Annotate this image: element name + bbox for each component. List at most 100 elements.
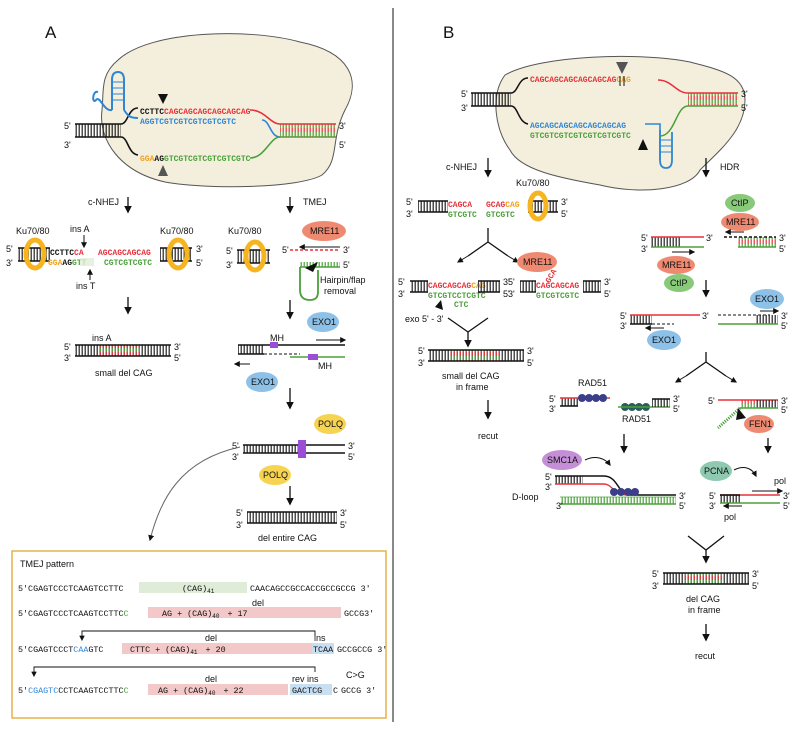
label-3prime: 3'	[461, 103, 468, 113]
hairpin-flap-label: Hairpin/flap	[320, 275, 366, 285]
pol-label-bottom: pol	[724, 512, 736, 522]
rad51-filament-top	[578, 394, 607, 402]
b-nhej-right-bot: GTCGTC	[486, 211, 515, 220]
arrow-to-tmej-box	[148, 446, 241, 542]
pol-label-top: pol	[774, 476, 786, 486]
hairpin-blue	[111, 70, 125, 110]
ku-ring-right	[166, 237, 190, 271]
label-5prime: 5'	[232, 441, 239, 451]
label-3prime: 3'	[339, 121, 346, 131]
exo1-a-top	[307, 312, 339, 332]
mh-anneal	[298, 440, 306, 458]
seq-top-b: CAGCAGCAGCAGCAGCAGCAG	[530, 76, 631, 85]
label-5prime: 5'	[418, 346, 425, 356]
tmej-row-1-right: CAACAGCCGCCACCGCCGCCG 3'	[250, 584, 371, 594]
seq-bot-a: GGAAGGTCGTCGTCGTCGTCGTC	[140, 155, 251, 164]
mh-label-bottom: MH	[318, 361, 332, 371]
tmej-row-3-right: GCCGCCG 3'	[337, 645, 387, 655]
label-3prime: 3'	[752, 569, 759, 579]
label-3prime: 3'	[620, 321, 627, 331]
label-5prime: 5'	[196, 258, 203, 268]
exo1-label-b-bottom: EXO1	[652, 335, 676, 345]
nhej-seq-right-top: AGCAGCAGCAG	[98, 249, 151, 258]
pcna-label: PCNA	[704, 466, 729, 476]
tmej-row-3-del: CTTC + (CAG)41+ 20	[130, 645, 226, 656]
label-3prime: 3'	[508, 289, 515, 299]
cut-arrowhead-top	[158, 94, 168, 104]
b-small-del-label: small del CAG	[442, 371, 500, 381]
label-3prime: 3'	[561, 197, 568, 207]
removal-label: removal	[324, 286, 356, 296]
hairpin-blue-b	[659, 130, 673, 169]
seq-top-a: CCTTCCAGCAGCAGCAGCAGCAG	[140, 108, 251, 117]
mre11-hdr-bottom	[657, 256, 695, 274]
dna-result-del-entire	[247, 512, 337, 523]
exo1-b-bottom	[647, 330, 681, 350]
b-del-cag-label: del CAG	[686, 594, 720, 604]
label-hdr-b: HDR	[720, 162, 740, 172]
label-5prime: 5'	[709, 491, 716, 501]
mre11-label-a: MRE11	[310, 226, 339, 236]
label-3prime: 3'	[741, 89, 748, 99]
mre11-label-hdr-bottom: MRE11	[662, 260, 691, 270]
label-5prime: 5'	[527, 358, 534, 368]
label-5prime: 5'	[339, 140, 346, 150]
label-3prime: 3'	[673, 394, 680, 404]
seq-bot-b: GTCGTCGTCGTCGTCGTCGTC	[530, 132, 631, 141]
label-5prime: 5'	[604, 289, 611, 299]
label-cnhej-a: c-NHEJ	[88, 197, 119, 207]
exo1-a-bottom	[246, 372, 278, 392]
b-nhej-left-top: CAGCA	[448, 201, 472, 210]
exo1-label-a-bottom: EXO1	[251, 377, 275, 387]
hairpin-green	[299, 267, 319, 301]
ku-ring-b	[527, 190, 549, 222]
polq-label-top: POLQ	[318, 419, 343, 429]
dloop-label: D-loop	[512, 492, 539, 502]
fen1-flap	[716, 406, 742, 430]
tmej-row-3-ins-label: ins	[314, 633, 326, 643]
tmej-row-2-del-label: del	[252, 598, 264, 608]
label-3prime: 3'	[706, 233, 713, 243]
b-nhej-right-top: GCAGCAG	[486, 201, 520, 210]
label-5prime: 5'	[508, 277, 515, 287]
label-5prime: 5'	[398, 277, 405, 287]
tmej-row-2-del: AG + (CAG)40+ 17	[162, 609, 248, 620]
label-5prime: 5'	[679, 501, 686, 511]
b-recut-label-right: recut	[695, 651, 716, 661]
mre11-a	[302, 221, 346, 241]
exo1-label-a-top: EXO1	[312, 317, 336, 327]
label-3prime: 3'	[679, 491, 686, 501]
label-3prime: 3'	[348, 441, 355, 451]
b-alt1-ctc: CTC	[454, 301, 469, 310]
tmej-row-4-ins: GACTCG	[292, 686, 322, 696]
b-nhej-left-bot: GTCGTC	[448, 211, 477, 220]
polq-bottom	[259, 465, 291, 485]
rad51-label-top: RAD51	[578, 378, 607, 388]
label-5prime: 5'	[64, 121, 71, 131]
label-5prime: 5'	[461, 89, 468, 99]
label-3prime: 3'	[340, 508, 347, 518]
tmej-row-3-del-label: del	[205, 633, 217, 643]
tmej-row-4-del: AG + (CAG)40+ 22	[158, 686, 244, 697]
label-3prime: 3'	[783, 491, 790, 501]
label-tmej-a: TMEJ	[303, 197, 327, 207]
label-3prime: 3'	[781, 396, 788, 406]
label-3prime: 3'	[232, 452, 239, 462]
smc1a	[542, 450, 582, 470]
ku-ring-left	[23, 237, 47, 271]
label-5prime: 5'	[549, 394, 556, 404]
label-3prime: 3'	[781, 311, 788, 321]
small-del-cag-label: small del CAG	[95, 368, 153, 378]
tmej-row-4: 5'CGAGTCCCTCAAGTCCTTCC	[18, 686, 129, 696]
label-3prime: 3'	[549, 404, 556, 414]
ctip-label-bottom: CtIP	[670, 278, 688, 288]
ctip-top	[725, 194, 755, 212]
exo1-label-b-top: EXO1	[755, 294, 779, 304]
label-5prime: 5'	[641, 233, 648, 243]
label-5prime: 5'	[6, 244, 13, 254]
nhej-seq-bot: GGAAGGTT	[48, 259, 87, 268]
label-5prime: 5'	[673, 404, 680, 414]
pcna	[700, 461, 732, 481]
label-5prime: 5'	[652, 569, 659, 579]
label-5prime: 5'	[64, 342, 71, 352]
